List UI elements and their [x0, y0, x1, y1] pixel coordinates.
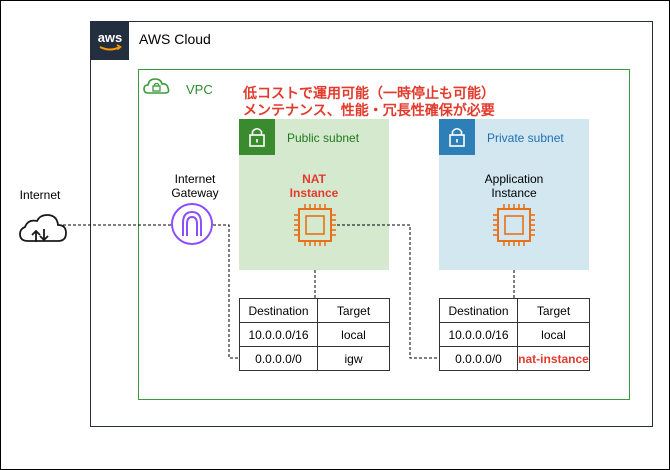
private-route-table: Destination Target 10.0.0.0/16 local 0.0… [439, 298, 590, 371]
vpc-cloud-icon [139, 70, 175, 106]
aws-cloud-title: AWS Cloud [139, 31, 211, 47]
table-cell: 10.0.0.0/16 [439, 322, 518, 347]
nat-instance-label-line2: Instance [289, 186, 339, 200]
table-cell: 0.0.0.0/0 [239, 346, 318, 371]
internet-gateway-label-line2: Gateway [171, 186, 219, 200]
table-row: 10.0.0.0/16 local [439, 322, 590, 347]
application-instance-label-line1: Application [484, 172, 544, 186]
table-cell: 10.0.0.0/16 [239, 322, 318, 347]
aws-logo-icon: aws [91, 22, 129, 60]
table-header-cell: Target [317, 298, 390, 323]
internet-label: Internet [19, 188, 61, 202]
table-header-row: Destination Target [439, 298, 590, 323]
application-instance-label: Application Instance [459, 172, 569, 200]
table-cell: local [317, 322, 390, 347]
note-line-1: 低コストで運用可能（一時停止も可能） [243, 85, 495, 101]
internet-gateway-label: Internet Gateway [155, 172, 235, 200]
lock-icon [439, 119, 475, 155]
nat-instance-label: NAT Instance [264, 172, 364, 200]
nat-instance-label-line1: NAT [302, 172, 326, 186]
private-subnet-title: Private subnet [487, 131, 564, 145]
table-header-cell: Destination [439, 298, 518, 323]
table-cell: local [517, 322, 590, 347]
aws-logo-text: aws [98, 30, 123, 45]
vpc-title: VPC [186, 82, 213, 97]
table-cell-highlight: nat-instance [517, 346, 590, 371]
application-instance-label-line2: Instance [491, 186, 537, 200]
vpc-group: VPC [138, 69, 630, 400]
public-subnet-title: Public subnet [287, 131, 360, 145]
note-line-2: メンテナンス、性能・冗長性確保が必要 [243, 102, 495, 118]
internet-gateway-label-line1: Internet [174, 172, 216, 186]
table-header-cell: Destination [239, 298, 318, 323]
igw-to-route-line [213, 224, 240, 359]
table-header-cell: Target [517, 298, 590, 323]
nat-instance-chip-icon [294, 204, 336, 246]
internet-gateway-icon [171, 203, 213, 245]
application-instance-chip-icon [493, 204, 535, 246]
table-row: 10.0.0.0/16 local [239, 322, 390, 347]
table-cell: igw [317, 346, 390, 371]
table-row: 0.0.0.0/0 nat-instance [439, 346, 590, 371]
internet-cloud-icon [19, 214, 67, 242]
aws-cloud-group: aws AWS Cloud [90, 21, 653, 427]
nat-to-private-route-line [337, 224, 440, 359]
public-subnet: Public subnet [239, 119, 389, 270]
table-cell: 0.0.0.0/0 [439, 346, 518, 371]
table-header-row: Destination Target [239, 298, 390, 323]
public-route-table: Destination Target 10.0.0.0/16 local 0.0… [239, 298, 390, 371]
table-row: 0.0.0.0/0 igw [239, 346, 390, 371]
lock-icon [239, 119, 275, 155]
